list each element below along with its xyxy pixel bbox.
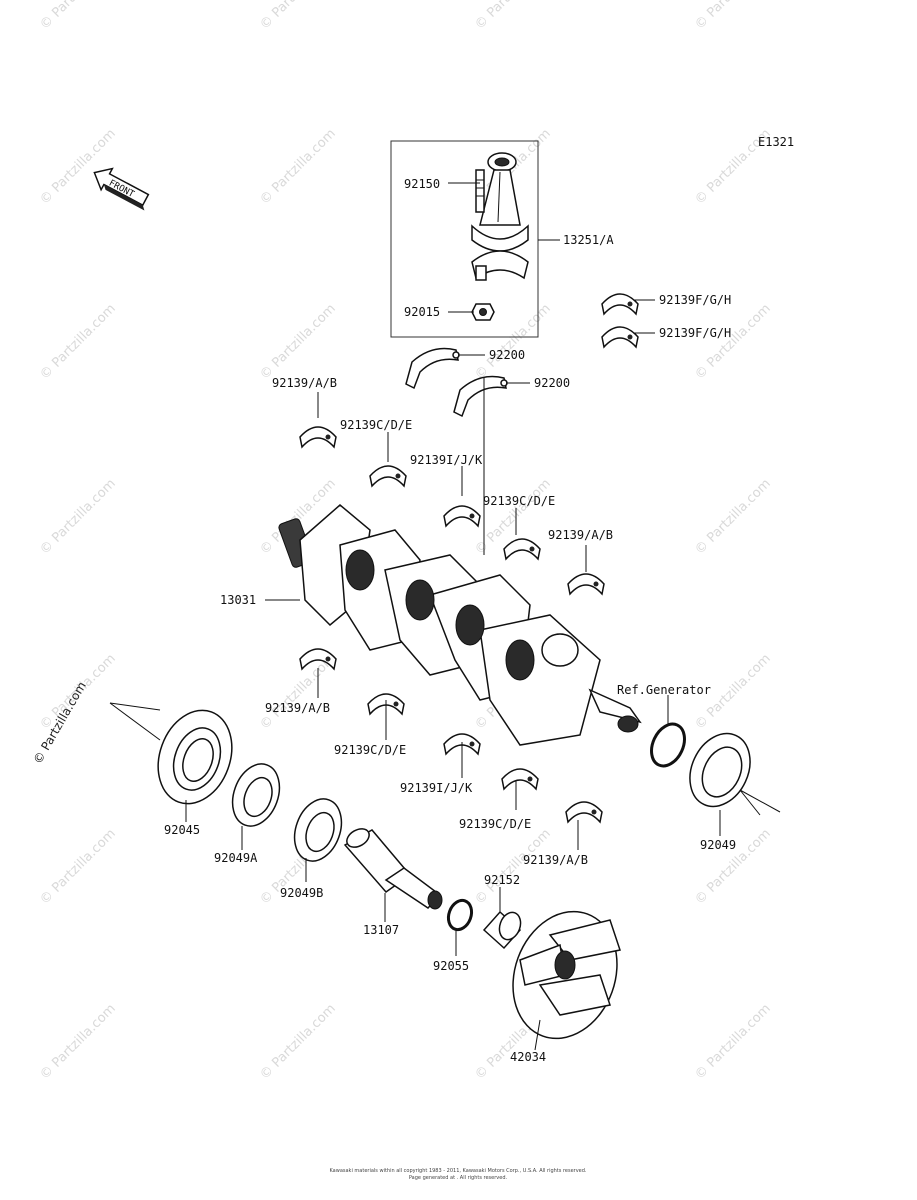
bearing-shell xyxy=(369,465,407,488)
callout-92200-1[interactable]: 92200 xyxy=(489,348,525,362)
callout-92139ijk-2[interactable]: 92139I/J/K xyxy=(400,781,473,795)
leader-lines xyxy=(109,182,781,1051)
bearing-shell xyxy=(565,801,603,824)
thrust-washer-upper xyxy=(405,347,460,390)
footer-generated: Page generated at . All rights reserved. xyxy=(409,1175,508,1181)
callout-92139cde-3[interactable]: 92139C/D/E xyxy=(334,743,406,757)
watermark-text: © Partzilla.com xyxy=(257,301,339,383)
watermark-text: © Partzilla.com xyxy=(472,826,554,908)
collar-92152 xyxy=(482,910,522,950)
bearing-shell-oil-hole xyxy=(469,513,475,519)
bearing-shell-oil-hole xyxy=(393,701,399,707)
bearing-shell xyxy=(601,293,639,316)
bearing-shell-oil-hole xyxy=(529,546,535,552)
watermark-text: © Partzilla.com xyxy=(257,1001,339,1083)
thrust-washer-lower xyxy=(453,375,508,418)
o-ring-92055 xyxy=(446,898,474,932)
callout-92139ab-left[interactable]: 92139/A/B xyxy=(265,701,330,715)
bearing-shell xyxy=(601,326,639,349)
callout-92150[interactable]: 92150 xyxy=(404,177,440,191)
callout-ref-generator[interactable]: Ref.Generator xyxy=(617,683,711,697)
callout-92049a[interactable]: 92049A xyxy=(214,851,258,865)
diagram-code: E1321 xyxy=(758,135,794,149)
watermark-text: © Partzilla.com xyxy=(37,301,119,383)
watermark-text: © Partzilla.com xyxy=(692,1001,774,1083)
oil-seal-92049 xyxy=(689,732,751,808)
callout-92049b[interactable]: 92049B xyxy=(280,886,323,900)
bearing-shell-oil-hole xyxy=(627,301,633,307)
callouts: 92150 13251/A 92015 92139F/G/H 92139F/G/… xyxy=(164,177,736,1064)
bearing-shell-oil-hole xyxy=(593,581,599,587)
watermark-text: © Partzilla.com xyxy=(257,0,339,33)
shaft-13107 xyxy=(343,828,443,910)
bearing-shell xyxy=(299,426,337,449)
callout-13107[interactable]: 13107 xyxy=(363,923,399,937)
callout-92139fgh-1[interactable]: 92139F/G/H xyxy=(659,293,731,307)
callout-92139fgh-2[interactable]: 92139F/G/H xyxy=(659,326,731,340)
bearing-shell-oil-hole xyxy=(325,656,331,662)
callout-92139ab-bottom[interactable]: 92139/A/B xyxy=(523,853,588,867)
watermark-text: © Partzilla.com xyxy=(692,0,774,33)
callout-92139ijk-1[interactable]: 92139I/J/K xyxy=(410,453,483,467)
bearing-shell xyxy=(501,768,539,791)
rod-nut xyxy=(471,303,495,321)
watermark-text: © Partzilla.com xyxy=(37,1001,119,1083)
watermark-text: © Partzilla.com xyxy=(692,301,774,383)
coupling-42034 xyxy=(512,910,621,1040)
callout-42034[interactable]: 42034 xyxy=(510,1050,546,1064)
callout-92045[interactable]: 92045 xyxy=(164,823,200,837)
callout-92139ab-right[interactable]: 92139/A/B xyxy=(548,528,613,542)
bearing-shell-oil-hole xyxy=(591,809,597,815)
ball-bearing-92045 xyxy=(157,709,233,805)
callout-92015[interactable]: 92015 xyxy=(404,305,440,319)
bearing-shell-oil-hole xyxy=(469,741,475,747)
oil-seal-92049a xyxy=(231,763,281,827)
bearing-shell xyxy=(567,573,605,596)
o-ring-generator-side xyxy=(650,722,686,768)
watermark-text: © Partzilla.com xyxy=(37,0,119,33)
watermark-text: © Partzilla.com xyxy=(472,0,554,33)
bearing-shell xyxy=(299,648,337,671)
callout-92139cde-4[interactable]: 92139C/D/E xyxy=(459,817,531,831)
callout-92139ab-top[interactable]: 92139/A/B xyxy=(272,376,337,390)
callout-92055[interactable]: 92055 xyxy=(433,959,469,973)
oil-seal-92049b xyxy=(293,798,343,862)
callout-92139cde-2[interactable]: 92139C/D/E xyxy=(483,494,555,508)
watermark-text: © Partzilla.com xyxy=(37,826,119,908)
bearing-shell-oil-hole xyxy=(627,334,633,340)
connecting-rod-group-box xyxy=(390,140,539,338)
callout-92152[interactable]: 92152 xyxy=(484,873,520,887)
watermark-text: © Partzilla.com xyxy=(257,651,339,733)
callout-13251[interactable]: 13251/A xyxy=(563,233,614,247)
crankshaft xyxy=(278,504,642,746)
bearing-shell-oil-hole xyxy=(395,473,401,479)
bearing-shell-oil-hole xyxy=(325,434,331,440)
watermark-text: © Partzilla.com xyxy=(37,476,119,558)
front-arrow-icon: FRONT xyxy=(93,167,150,211)
bearing-shell xyxy=(503,538,541,561)
bearing-shell xyxy=(443,505,481,528)
callout-13031[interactable]: 13031 xyxy=(220,593,256,607)
callout-92139cde-1[interactable]: 92139C/D/E xyxy=(340,418,412,432)
footer-copyright: Kawasaki materials within all copyright … xyxy=(329,1168,586,1174)
watermark-text: © Partzilla.com xyxy=(692,476,774,558)
watermark-text: © Partzilla.com xyxy=(37,126,119,208)
watermark-text: © Partzilla.com xyxy=(257,126,339,208)
callout-92049[interactable]: 92049 xyxy=(700,838,736,852)
bearing-shell-oil-hole xyxy=(527,776,533,782)
rod-cap xyxy=(471,250,529,281)
callout-92200-2[interactable]: 92200 xyxy=(534,376,570,390)
connecting-rod xyxy=(471,152,529,252)
